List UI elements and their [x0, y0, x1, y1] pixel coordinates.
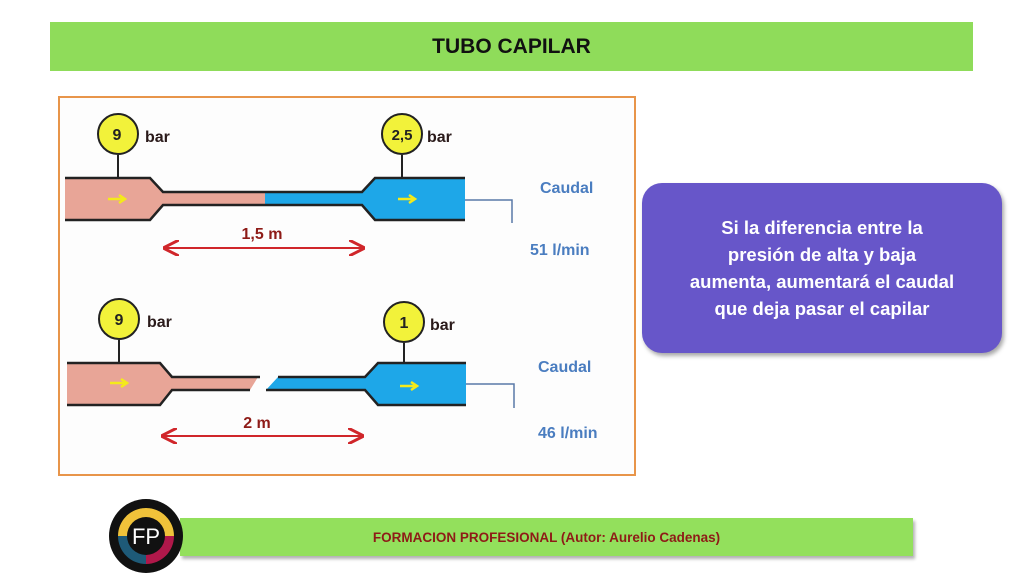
- flow-arrow-icon: [398, 193, 418, 205]
- info-callout: Si la diferencia entre la presión de alt…: [642, 183, 1002, 353]
- gauge-value: 9: [113, 127, 122, 144]
- unit-label: bar: [145, 129, 170, 146]
- pressure-gauge-low: [383, 301, 425, 343]
- gauge-value: 9: [115, 312, 124, 329]
- diagram-row-2: 9 bar 1 bar Caudal 46 l/min 2 m: [67, 298, 598, 442]
- caudal-label: Caudal: [538, 359, 591, 376]
- high-pressure-pipe: [65, 178, 265, 220]
- logo-text: FP: [132, 524, 160, 549]
- pressure-gauge-high: [98, 298, 140, 340]
- flow-arrow-icon: [108, 193, 128, 205]
- length-label: 2 m: [243, 415, 271, 432]
- length-label: 1,5 m: [242, 226, 283, 243]
- flow-value: 51 l/min: [530, 242, 590, 259]
- info-line: Si la diferencia entre la: [721, 217, 923, 238]
- unit-label: bar: [147, 314, 172, 331]
- fp-logo: FP: [109, 499, 183, 573]
- unit-label: bar: [427, 129, 452, 146]
- gauge-value: 1: [400, 315, 409, 332]
- low-pressure-pipe: [265, 178, 465, 220]
- high-pressure-pipe: [67, 363, 258, 405]
- low-pressure-pipe: [266, 363, 466, 405]
- pressure-gauge-low: [381, 113, 423, 155]
- gauge-value: 2,5: [392, 127, 413, 144]
- flow-arrow-icon: [110, 377, 130, 389]
- info-line: presión de alta y baja: [727, 244, 917, 265]
- unit-label: bar: [430, 317, 455, 334]
- caudal-label: Caudal: [540, 180, 593, 197]
- page-title: TUBO CAPILAR: [432, 34, 591, 58]
- footer-text: FORMACION PROFESIONAL (Autor: Aurelio Ca…: [372, 529, 721, 545]
- pressure-gauge-high: [97, 113, 139, 155]
- flow-arrow-icon: [400, 380, 420, 392]
- capillary-diagram-frame: [58, 96, 636, 476]
- flow-value: 46 l/min: [538, 425, 598, 442]
- info-line: que deja pasar el capilar: [714, 298, 930, 319]
- footer-bar: FORMACION PROFESIONAL (Autor: Aurelio Ca…: [180, 518, 913, 556]
- info-line: aumenta, aumentará el caudal: [689, 271, 955, 292]
- title-bar: TUBO CAPILAR: [50, 22, 973, 71]
- diagram-row-1: 9 bar 2,5 bar Caudal 51 l/min 1,5 m: [65, 113, 593, 259]
